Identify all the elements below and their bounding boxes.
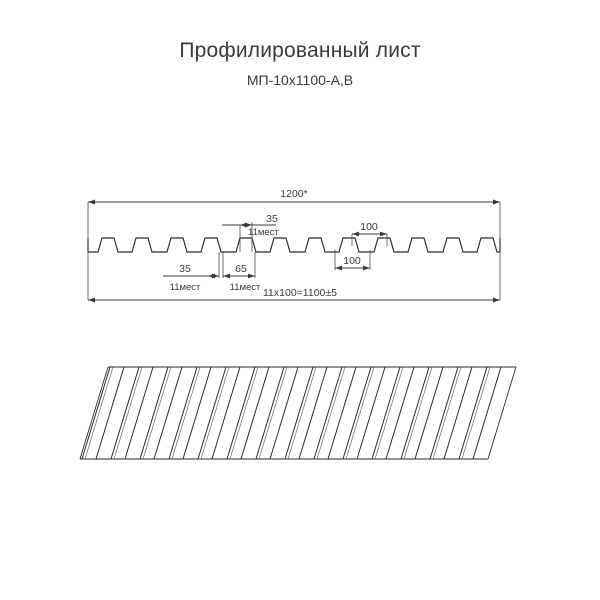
dimension-working-width-label: 11x100=1100±5: [263, 287, 337, 299]
iso-rib-highlight: [142, 366, 172, 460]
iso-rib-highlight: [432, 366, 462, 460]
arrowhead-left: [335, 265, 342, 271]
cross-section-view: 1200* 35 11мест 35 11мест: [87, 188, 501, 303]
iso-rib-highlight: [229, 366, 259, 460]
iso-rib-highlight: [403, 366, 433, 460]
dimension-overall-width: 1200*: [87, 188, 501, 240]
arrowhead-left: [208, 273, 215, 279]
dimension-left-35-count: 11мест: [170, 282, 201, 293]
iso-rib-highlight: [113, 366, 143, 460]
title-block: Профилированный лист МП-10x1100-А,В: [0, 38, 600, 90]
dimension-valley-width-count: 11мест: [230, 282, 261, 293]
dimension-crest-width: 35 11мест: [222, 213, 279, 252]
iso-rib-highlight: [345, 366, 375, 460]
arrowhead-right: [245, 222, 252, 228]
iso-rib-highlight: [84, 366, 114, 460]
iso-rib-highlight: [258, 366, 288, 460]
arrowhead-right: [493, 199, 500, 205]
iso-left-edge: [79, 366, 109, 460]
iso-rib-highlight: [461, 366, 491, 460]
profile-waveform: [87, 237, 501, 253]
iso-ribs: [81, 366, 502, 460]
arrowhead-right: [380, 231, 387, 237]
dimension-left-35-value: 35: [179, 263, 191, 275]
arrowhead-left: [88, 199, 95, 205]
dimension-overall-width-label: 1200*: [280, 188, 307, 200]
arrowhead-right: [363, 265, 370, 271]
dimension-crest-width-count: 11мест: [248, 227, 279, 238]
dimension-valley-width-value: 65: [235, 263, 247, 275]
page-subtitle: МП-10x1100-А,В: [246, 72, 354, 88]
dimension-pitch-top: 100: [351, 221, 388, 246]
iso-right-edge: [487, 366, 517, 460]
arrowhead-right: [248, 273, 255, 279]
iso-rib-highlight: [316, 366, 346, 460]
iso-rib-highlight: [287, 366, 317, 460]
dimension-pitch-top-value: 100: [360, 221, 378, 233]
arrowhead-left: [352, 231, 359, 237]
page-title: Профилированный лист: [179, 39, 421, 62]
dimension-working-width: 11x100=1100±5: [87, 252, 501, 303]
arrowhead-left: [223, 273, 230, 279]
dimension-valley-width: 65 11мест: [222, 252, 261, 293]
dimension-pitch-bottom: 100: [334, 250, 371, 271]
iso-rib-highlight: [374, 366, 404, 460]
arrowhead-left: [88, 297, 95, 303]
dimension-crest-width-value: 35: [266, 213, 278, 225]
isometric-view: [79, 366, 517, 460]
dimension-pitch-bottom-value: 100: [343, 255, 361, 267]
dimension-left-35: 35 11мест: [163, 252, 220, 293]
arrowhead-right: [493, 297, 500, 303]
iso-rib-highlight: [200, 366, 230, 460]
iso-rib-highlight: [171, 366, 201, 460]
